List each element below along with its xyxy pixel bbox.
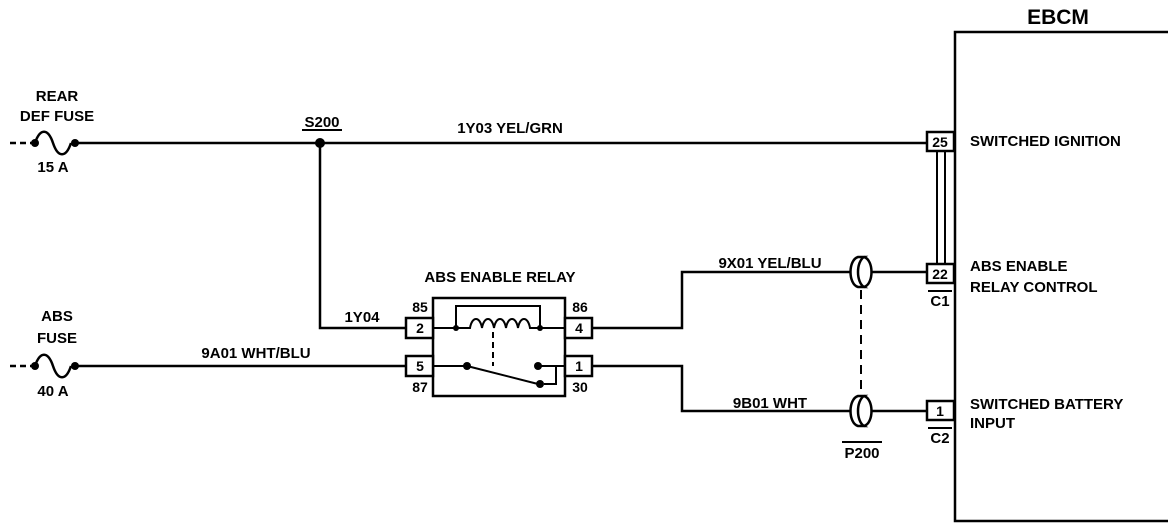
ebcm-pin-22-box	[925, 262, 956, 285]
relay-pin-1: 1	[575, 358, 583, 374]
ebcm-pin-22-label-line2: RELAY CONTROL	[970, 279, 1098, 296]
abs-fuse-label-line1: ABS	[41, 308, 73, 325]
fuse-symbol-icon	[33, 353, 73, 379]
connector-half-icon	[863, 255, 873, 289]
relay-terminal-86: 86	[572, 299, 588, 315]
wire-battery-input-label: 9B01 WHT	[733, 395, 807, 412]
relay-terminal-85: 85	[412, 299, 428, 315]
relay-pin-4: 4	[575, 320, 583, 336]
ebcm-pin-25-label: SWITCHED IGNITION	[970, 133, 1121, 150]
ebcm-outline	[953, 30, 1168, 523]
ebcm-connector-c1: C1	[930, 293, 949, 310]
connector-half-icon	[849, 394, 869, 428]
ebcm-pin-25-box	[925, 130, 956, 153]
relay-terminal-30: 30	[572, 379, 588, 395]
rear-def-fuse-label-line2: DEF FUSE	[20, 108, 94, 125]
connector-half-icon	[849, 255, 869, 289]
wire-relay-feed	[318, 143, 406, 330]
ebcm-pin-25-number: 25	[932, 134, 948, 150]
wire-relay-control	[592, 270, 850, 330]
relay-pin-5: 5	[416, 358, 424, 374]
abs-fuse: ABS FUSE 40 A	[10, 308, 79, 400]
ebcm-pin-22-label-line1: ABS ENABLE	[970, 258, 1068, 275]
ebcm-pin-1-number: 1	[936, 403, 944, 419]
relay-body	[431, 296, 567, 398]
ebcm-connector-c2: C2	[930, 430, 949, 447]
ebcm-title: EBCM	[1027, 6, 1089, 29]
ebcm-pin-1-label-line1: SWITCHED BATTERY	[970, 396, 1123, 413]
splice-s200-label: S200	[304, 114, 339, 131]
wire-relay-control-label: 9X01 YEL/BLU	[718, 255, 821, 272]
rear-def-fuse-label-line1: REAR	[36, 88, 79, 105]
fuse-symbol-icon	[33, 130, 73, 156]
rear-def-fuse-rating: 15 A	[37, 159, 68, 176]
ebcm-pin-22-number: 22	[932, 266, 948, 282]
rear-def-fuse: REAR DEF FUSE 15 A	[10, 88, 94, 176]
connector-half-icon	[863, 394, 873, 428]
relay-title: ABS ENABLE RELAY	[424, 269, 575, 286]
abs-fuse-label-line2: FUSE	[37, 330, 77, 347]
abs-enable-relay: ABS ENABLE RELAY 85 86 87 30 2 4 5 1	[404, 269, 594, 398]
connector-p200: P200	[842, 255, 882, 462]
ebcm-module: EBCM 25 SWITCHED IGNITION 22 C1 ABS ENAB…	[925, 6, 1168, 523]
relay-switch-icon	[433, 362, 565, 388]
wire-abs-fuse-feed-label: 9A01 WHT/BLU	[201, 345, 310, 362]
wire-battery-input	[592, 364, 850, 413]
abs-fuse-rating: 40 A	[37, 383, 68, 400]
relay-pin-2: 2	[416, 320, 424, 336]
connector-p200-label: P200	[844, 445, 879, 462]
wire-ignition-label: 1Y03 YEL/GRN	[457, 120, 563, 137]
ebcm-pin-1-label-line2: INPUT	[970, 415, 1015, 432]
relay-coil-icon	[433, 305, 565, 331]
relay-terminal-87: 87	[412, 379, 428, 395]
wire-relay-feed-label: 1Y04	[344, 309, 380, 326]
